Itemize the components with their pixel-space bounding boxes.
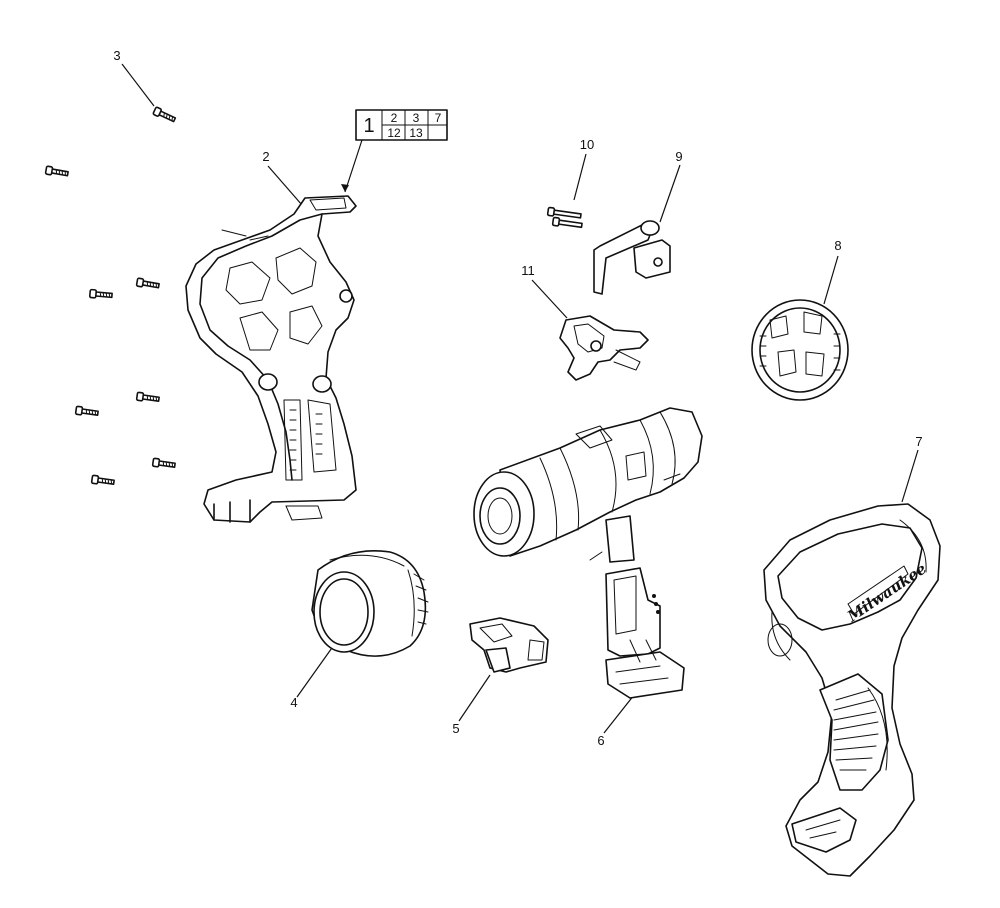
callout-7: 7 (915, 434, 922, 449)
kit-cell: 2 (391, 111, 398, 125)
trigger-switch (469, 617, 549, 673)
left-housing-half (185, 195, 357, 523)
callout-6: 6 (597, 733, 604, 748)
callout-10: 10 (580, 137, 594, 152)
screw (135, 277, 160, 289)
callout-3: 3 (113, 48, 120, 63)
kit-cell: 3 (413, 111, 420, 125)
nose-ring (311, 550, 429, 657)
callout-11: 11 (521, 263, 535, 278)
kit-main-label: 1 (363, 115, 374, 137)
screw-set (44, 106, 177, 486)
screw (90, 474, 115, 486)
leader-lines (121, 63, 919, 734)
screw (44, 165, 69, 177)
bolt-pair (546, 206, 583, 229)
callout-8: 8 (834, 238, 841, 253)
screw (151, 457, 176, 469)
kit-cell: 13 (409, 126, 423, 140)
direction-lever (593, 220, 671, 295)
screw (88, 288, 113, 299)
kit-table: 1 2 3 7 12 13 (341, 109, 448, 193)
screw (74, 405, 99, 417)
end-cap (751, 299, 849, 401)
callout-2: 2 (262, 149, 269, 164)
callout-5: 5 (452, 721, 459, 736)
kit-cell: 7 (435, 111, 442, 125)
screw (152, 106, 177, 123)
screw (135, 391, 160, 403)
callout-4: 4 (290, 695, 297, 710)
right-housing-half: Milwaukee (763, 503, 941, 877)
callout-9: 9 (675, 149, 682, 164)
switch-bracket (559, 315, 649, 381)
kit-cell: 12 (387, 126, 401, 140)
motor-gearbox-assembly (473, 407, 703, 699)
callout-labels: 3 2 10 9 8 11 7 4 5 6 (113, 48, 922, 748)
